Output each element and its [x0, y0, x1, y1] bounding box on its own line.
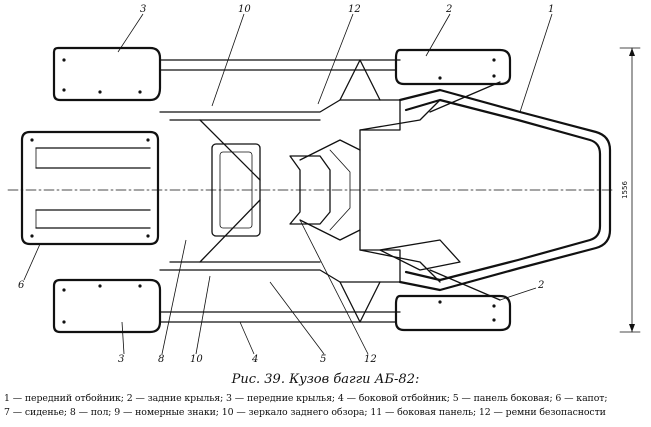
callout-1: 1 — [548, 4, 554, 15]
callout-numbers: 3 10 12 2 1 2 6 3 8 10 4 5 12 — [18, 4, 554, 365]
callout-2-right: 2 — [537, 280, 544, 291]
figure-caption-title: Рис. 39. Кузов багги АБ-82: — [231, 372, 420, 387]
callout-3-top: 3 — [140, 4, 146, 15]
figure-legend-line-1: 1 — передний отбойник; 2 — задние крылья… — [4, 393, 608, 404]
callout-12-bottom: 12 — [364, 354, 377, 365]
callout-10-bottom: 10 — [190, 354, 203, 365]
callout-6: 6 — [18, 280, 25, 291]
callout-4: 4 — [251, 354, 258, 365]
callout-8: 8 — [158, 354, 164, 365]
floor — [159, 99, 401, 283]
callout-5: 5 — [320, 354, 326, 365]
leader-lines — [23, 13, 553, 355]
rear-fender-top — [394, 48, 512, 86]
dimension-label: 1556 — [621, 181, 629, 199]
figure-legend-line-2: 7 — сиденье; 8 — пол; 9 — номерные знаки… — [4, 407, 606, 418]
side-bumper-bottom — [159, 311, 401, 323]
rear-fender-bottom — [394, 294, 512, 332]
callout-10-top: 10 — [238, 4, 251, 15]
front-fender-bottom — [52, 278, 162, 334]
callout-2-top: 2 — [445, 4, 452, 15]
seat-belts — [299, 139, 361, 241]
callout-3-bottom: 3 — [118, 354, 124, 365]
callout-12-top: 12 — [348, 4, 361, 15]
dimension-1556: 1556 — [619, 47, 641, 333]
front-fender-top — [52, 46, 162, 102]
hood — [20, 130, 160, 246]
buggy-body-drawing: 1556 3 10 12 2 1 2 6 3 8 10 4 5 12 — [7, 4, 641, 365]
roll-cage — [199, 59, 612, 323]
seat — [211, 143, 331, 237]
